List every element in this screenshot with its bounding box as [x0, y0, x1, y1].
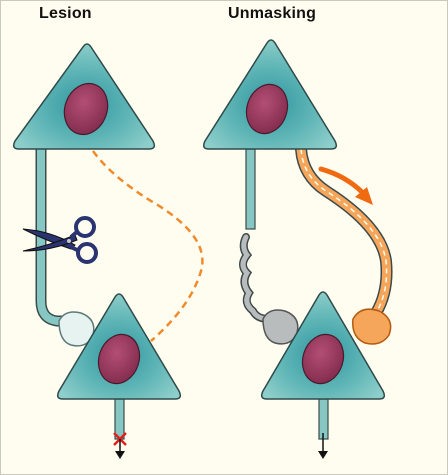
- output-arrow-icon: [115, 439, 125, 459]
- unmasked-pathway: [295, 143, 393, 319]
- unmasked-terminal: [352, 308, 392, 345]
- degenerated-axon-fill: [240, 234, 280, 322]
- upper-neuron-right: [202, 39, 338, 150]
- output-arrow-icon: [318, 433, 328, 459]
- nucleus: [63, 82, 109, 136]
- unmasking-title: Unmasking: [228, 5, 317, 22]
- curved-arrow-icon: [318, 166, 373, 205]
- axon-stump: [245, 148, 256, 230]
- nucleus: [301, 333, 345, 385]
- lesion-title: Lesion: [39, 5, 92, 22]
- lesioned-axon: [35, 143, 73, 327]
- lower-neuron-left: [56, 293, 182, 440]
- lower-neuron-right: [260, 291, 386, 440]
- scissors-icon: [22, 216, 98, 264]
- output-axon: [114, 398, 125, 440]
- nucleus: [97, 333, 141, 385]
- upper-neuron-left: [12, 43, 156, 150]
- nucleus: [245, 83, 289, 135]
- silent-pathway: [91, 150, 204, 342]
